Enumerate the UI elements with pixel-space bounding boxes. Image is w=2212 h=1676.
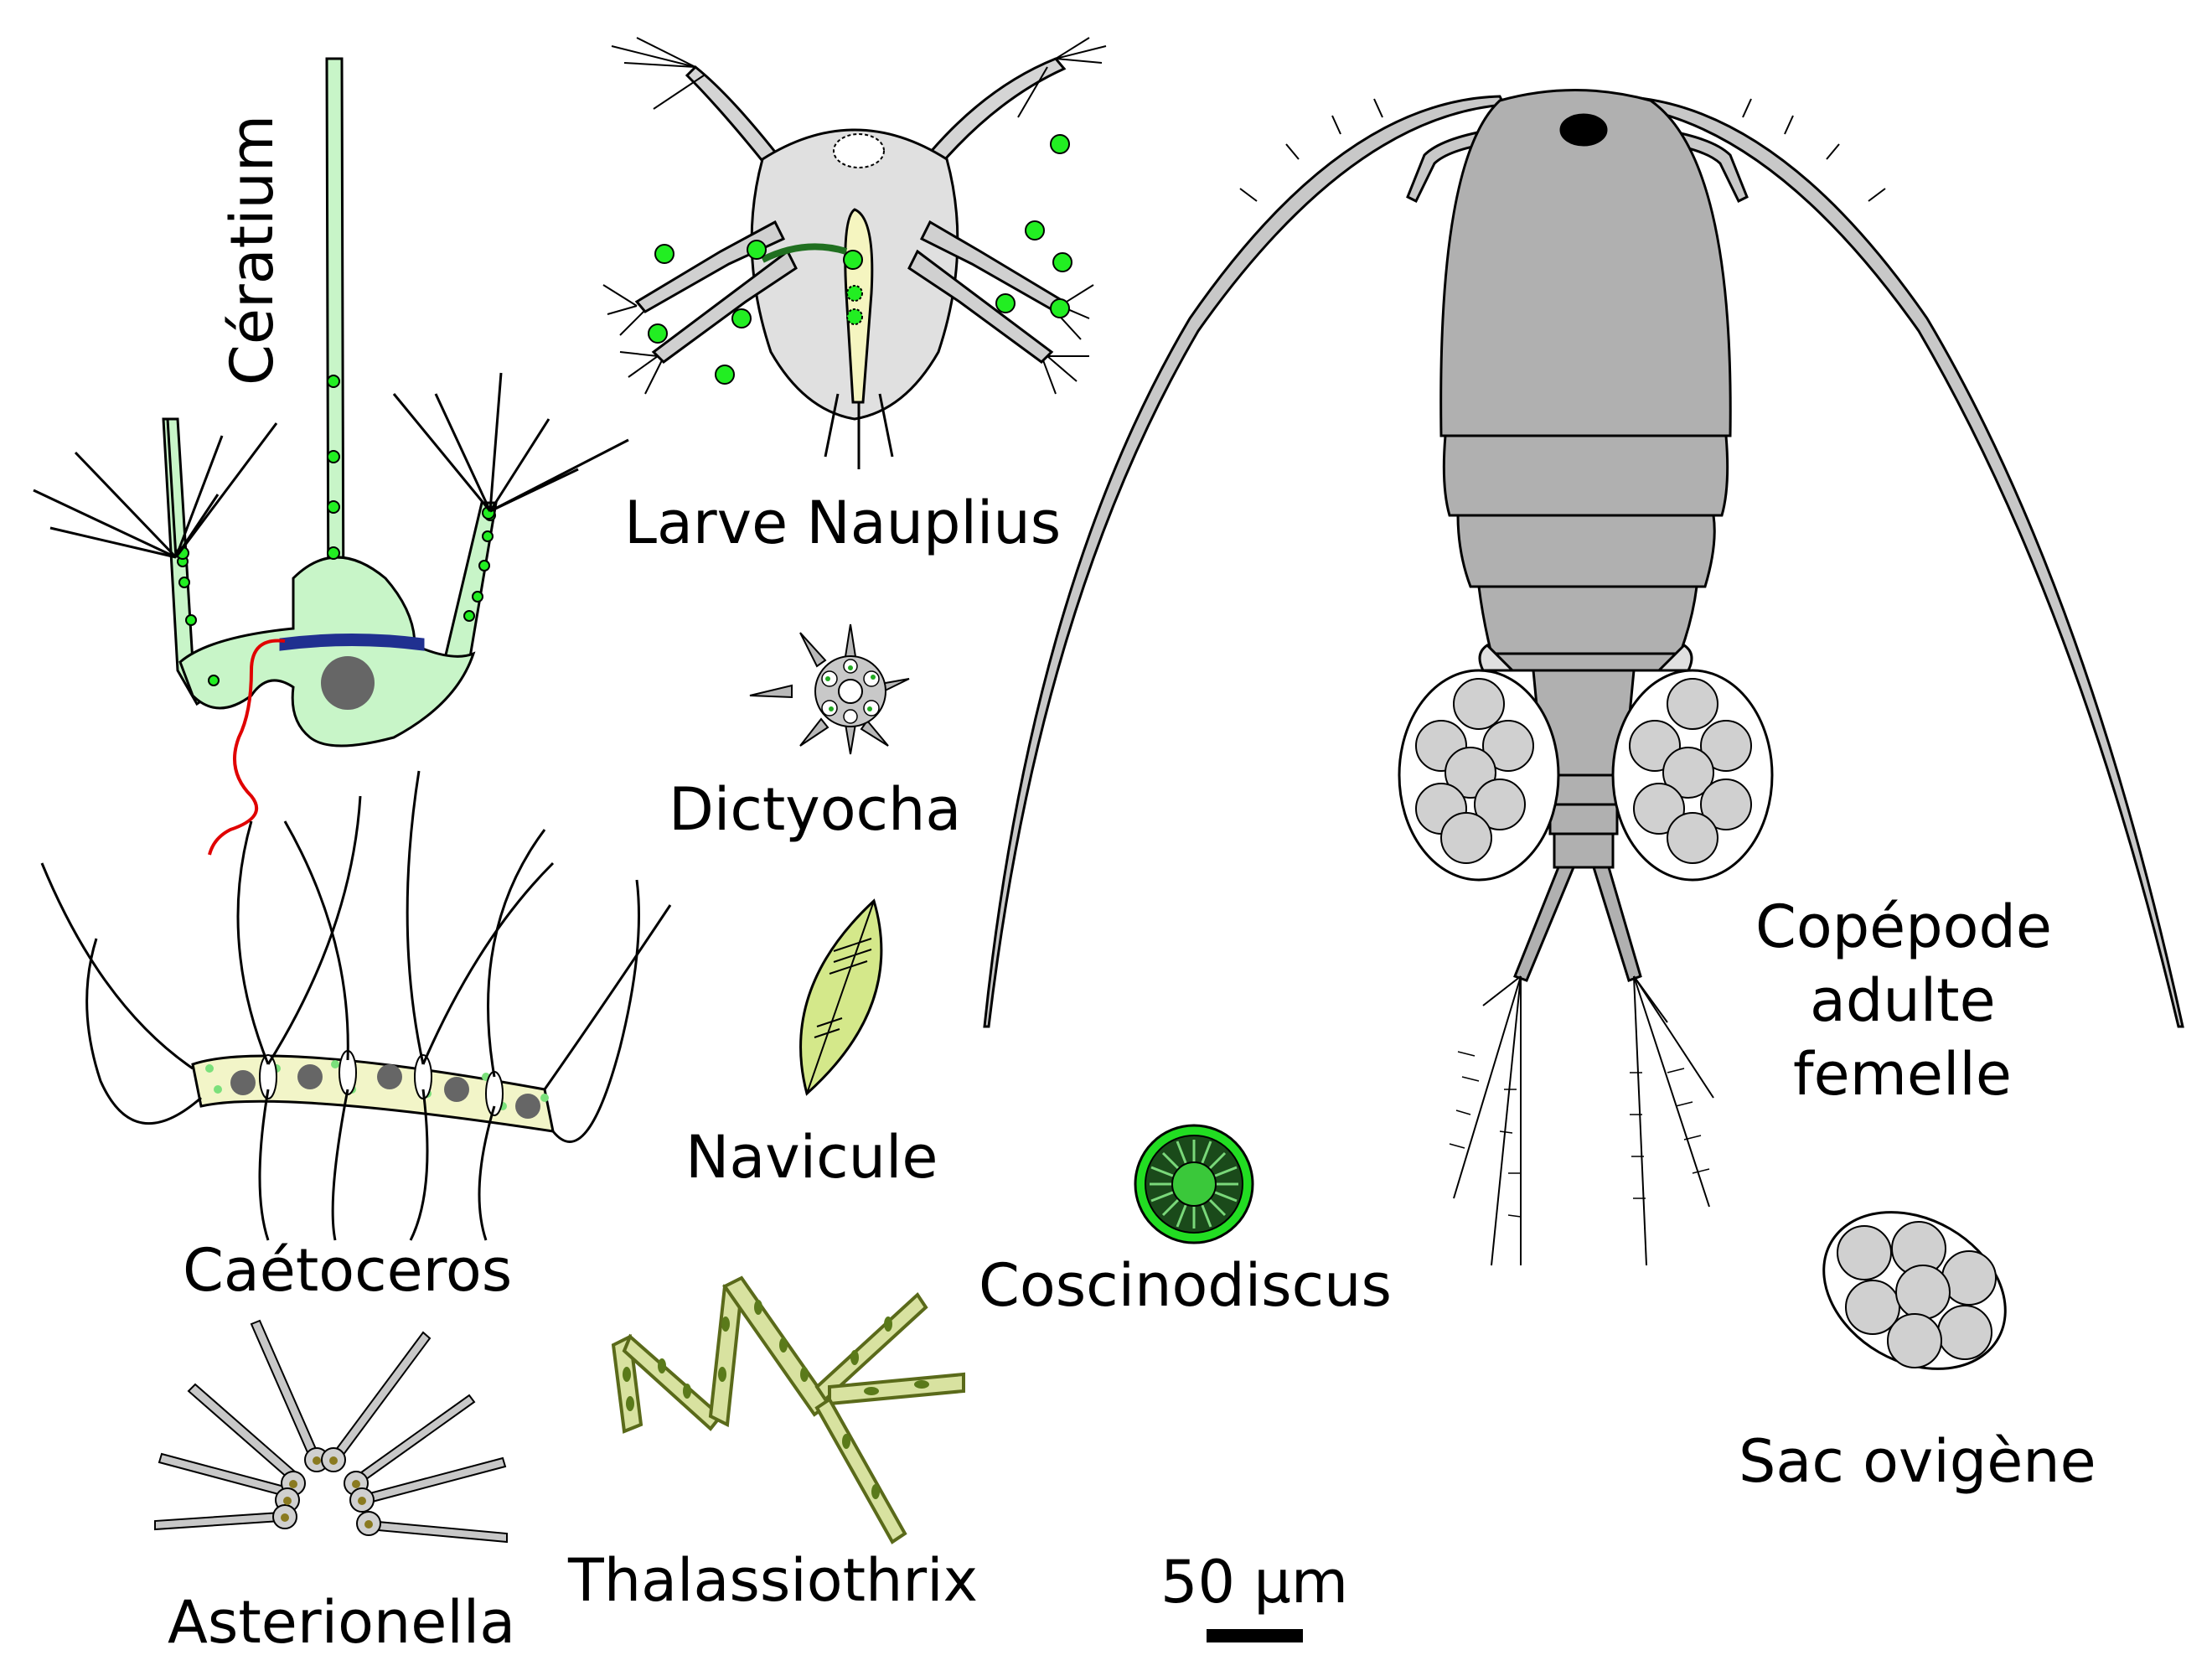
caetoceros-label: Caétoceros <box>183 1236 512 1305</box>
copepode-figure <box>983 89 2184 1266</box>
coscinodiscus-figure <box>1134 1124 1254 1244</box>
navicule-label: Navicule <box>685 1123 938 1192</box>
thalassiothrix-figure <box>611 1275 965 1544</box>
ceratium-label: Cératium <box>218 115 287 385</box>
copepode-label-line2: adulte <box>1810 966 1996 1035</box>
asterionella-label: Asterionella <box>168 1588 515 1657</box>
copepode-label-line3: femelle <box>1793 1040 2012 1109</box>
sac-ovigene-label: Sac ovigène <box>1739 1427 2096 1496</box>
ceratium-figure <box>33 57 629 856</box>
copepode-label-line1: Copépode <box>1755 892 2052 961</box>
navicule-figure <box>799 898 883 1096</box>
asterionella-figure <box>154 1319 508 1544</box>
caetoceros-figure <box>40 770 672 1241</box>
dictyocha-label: Dictyocha <box>669 775 961 844</box>
sac-ovigene-figure <box>1822 1211 2007 1370</box>
nauplius-label: Larve Nauplius <box>624 489 1061 557</box>
dictyocha-figure <box>749 623 910 755</box>
thalassiothrix-label: Thalassiothrix <box>567 1546 978 1615</box>
nauplius-figure <box>602 37 1107 469</box>
scale-label: 50 µm <box>1160 1548 1348 1617</box>
coscinodiscus-label: Coscinodiscus <box>979 1251 1392 1320</box>
